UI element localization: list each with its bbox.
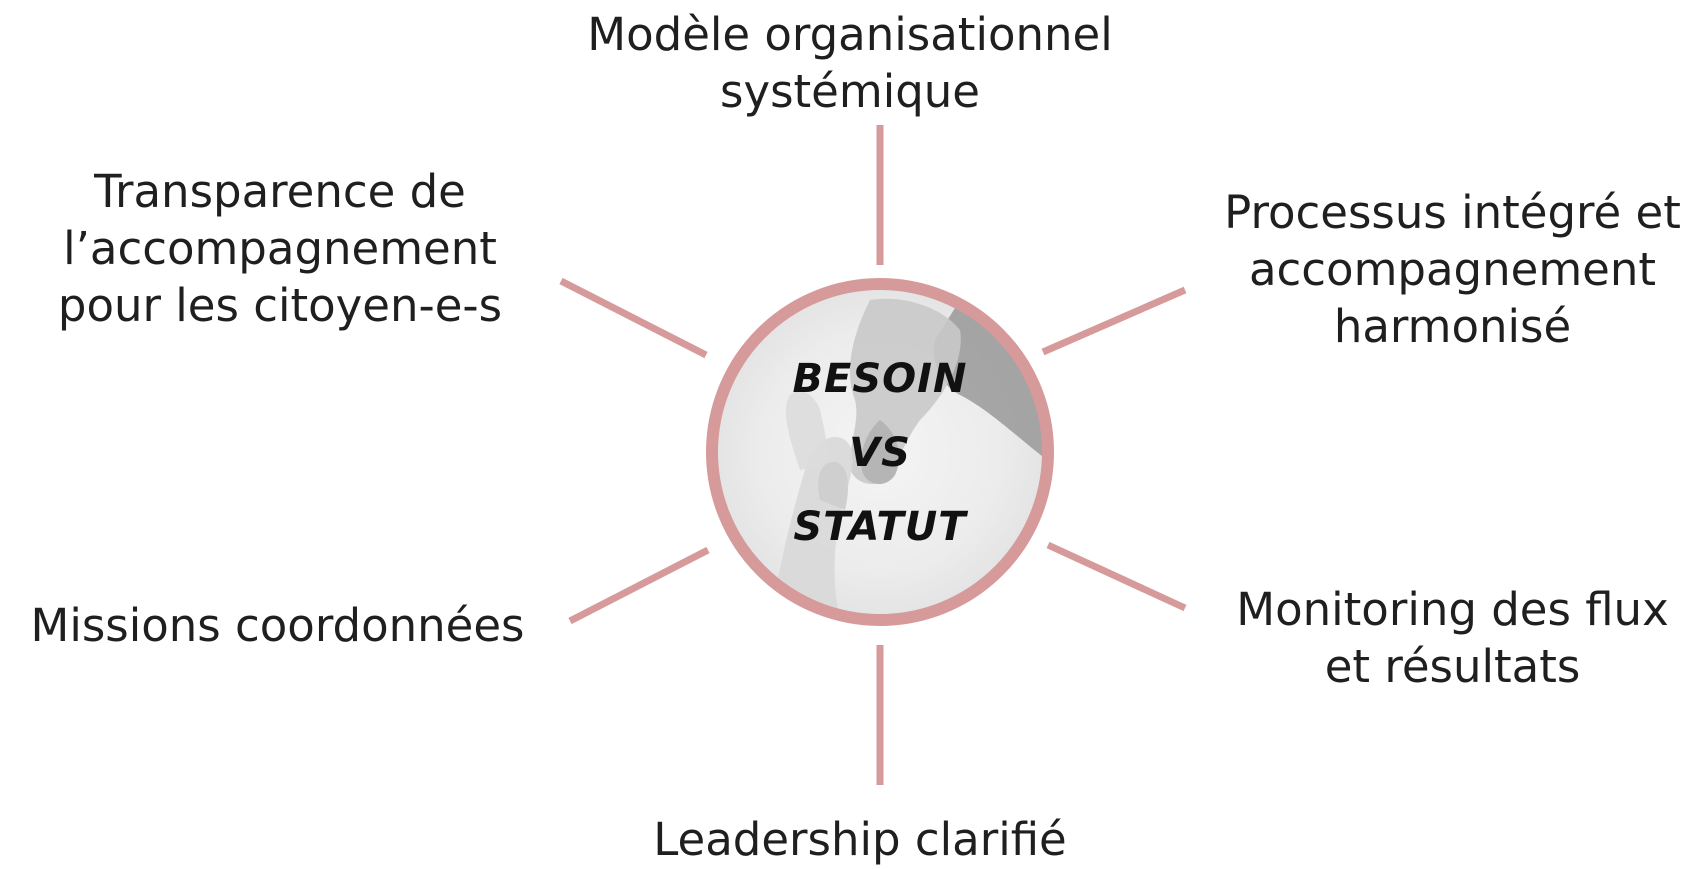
- spoke-bottom-right: [1046, 541, 1187, 612]
- node-label-line: Leadership clarifié: [653, 813, 1067, 866]
- center-ring: [706, 278, 1054, 626]
- node-label-line: et résultats: [1324, 640, 1581, 693]
- spoke-top-right: [1041, 286, 1187, 356]
- node-label-line: Missions coordonnées: [30, 599, 525, 652]
- node-label-line: systémique: [720, 65, 980, 118]
- spoke-bottom-left: [568, 546, 710, 625]
- node-label-bottom-left: Missions coordonnées: [5, 597, 550, 654]
- center-title: BESOIN VS STATUT: [793, 356, 968, 550]
- node-label-top: Modèle organisationnel systémique: [560, 6, 1140, 120]
- node-label-line: harmonisé: [1333, 300, 1572, 353]
- node-label-line: pour les citoyen-e-s: [57, 279, 503, 332]
- node-label-line: Monitoring des flux: [1236, 583, 1669, 636]
- node-label-top-left: Transparence de l’accompagnement pour le…: [20, 163, 540, 334]
- node-label-line: Processus intégré et: [1224, 186, 1681, 239]
- node-label-bottom-right: Monitoring des flux et résultats: [1200, 581, 1705, 695]
- node-label-line: Transparence de: [94, 165, 466, 218]
- center-line-2: VS: [849, 430, 911, 476]
- center-line-3: STATUT: [793, 504, 968, 550]
- spoke-top-left: [559, 277, 708, 359]
- center-line-1: BESOIN: [793, 356, 968, 402]
- node-label-line: Modèle organisationnel: [587, 8, 1113, 61]
- node-label-bottom: Leadership clarifié: [560, 811, 1160, 868]
- node-label-line: accompagnement: [1248, 243, 1657, 296]
- node-label-top-right: Processus intégré et accompagnement harm…: [1200, 184, 1705, 355]
- node-label-line: l’accompagnement: [63, 222, 497, 275]
